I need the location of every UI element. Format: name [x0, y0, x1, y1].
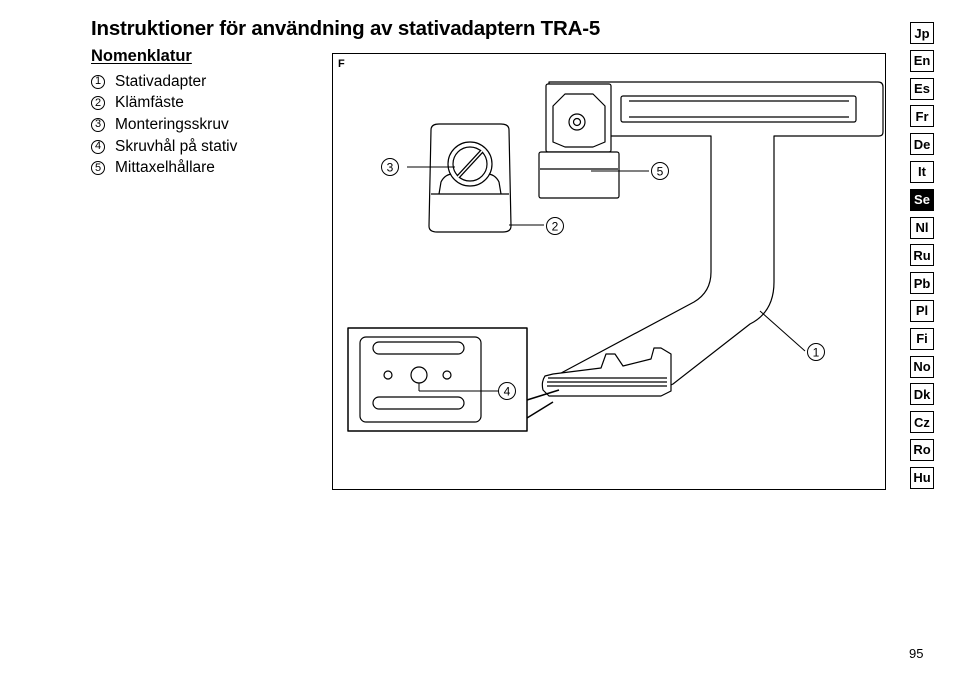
callout-3: 3	[387, 161, 394, 175]
part-label: Monteringsskruv	[115, 115, 229, 133]
callout-lines	[407, 166, 806, 392]
callout-4-marker	[498, 382, 516, 400]
callout-3-marker	[381, 158, 399, 176]
language-tab[interactable]: Fr	[910, 105, 934, 128]
part-item: 3 Monteringsskruv	[91, 114, 237, 136]
part-number: 1	[91, 74, 105, 89]
language-tab-active[interactable]: Se	[910, 188, 934, 211]
part-label: Stativadapter	[115, 72, 207, 90]
part-item: 5 Mittaxelhållare	[91, 157, 237, 179]
language-tab[interactable]: Es	[910, 77, 934, 100]
callout-5: 5	[657, 165, 664, 179]
part-number: 2	[91, 96, 105, 111]
part-label: Skruvhål på stativ	[115, 137, 238, 155]
tripod-adapter-illustration: 1 2 3 4 5	[347, 81, 884, 432]
inset-screw-hole-drawing	[347, 327, 560, 432]
callout-2-marker	[546, 217, 564, 235]
part-label: Klämfäste	[115, 94, 184, 112]
language-tab[interactable]: Ru	[910, 244, 934, 267]
language-tab[interactable]: Dk	[910, 383, 934, 406]
language-tab[interactable]: Fi	[910, 327, 934, 350]
callout-markers	[381, 158, 825, 400]
part-item: 1 Stativadapter	[91, 71, 237, 93]
clamp-drawing	[428, 123, 512, 233]
language-tab[interactable]: Jp	[910, 22, 934, 44]
part-number: 5	[91, 161, 105, 176]
language-tab[interactable]: De	[910, 133, 934, 156]
part-number: 4	[91, 139, 105, 154]
callout-1: 1	[813, 346, 820, 360]
page-number: 95	[909, 646, 924, 661]
part-number: 3	[91, 117, 105, 132]
language-tab[interactable]: En	[910, 49, 934, 72]
part-label: Mittaxelhållare	[115, 159, 215, 177]
language-tab[interactable]: It	[910, 160, 934, 183]
language-tabs: Jp En Es Fr De It Se Nl Ru Pb Pl Fi No D…	[910, 22, 934, 495]
language-tab[interactable]: Pb	[910, 272, 934, 295]
part-item: 4 Skruvhål på stativ	[91, 136, 237, 158]
callout-2: 2	[552, 220, 559, 234]
parts-list: 1 Stativadapter 2 Klämfäste 3 Monteringsskr…	[91, 71, 237, 179]
page-title: Instruktioner för användning av stativad…	[91, 17, 601, 40]
language-tab[interactable]: Hu	[910, 466, 934, 489]
section-heading: Nomenklatur	[91, 47, 192, 65]
part-item: 2 Klämfäste	[91, 93, 237, 115]
figure-panel: 1 2 3 4 5 F	[332, 53, 886, 490]
language-tab[interactable]: Ro	[910, 438, 934, 461]
language-tab[interactable]: Nl	[910, 216, 934, 239]
language-tab[interactable]: Cz	[910, 411, 934, 434]
tripod-adapter-drawing	[538, 81, 884, 397]
figure-label: F	[338, 58, 345, 70]
callout-1-marker	[807, 343, 825, 361]
callout-5-marker	[651, 162, 669, 180]
callout-4: 4	[504, 385, 511, 399]
language-tab[interactable]: Pl	[910, 299, 934, 322]
language-tab[interactable]: No	[910, 355, 934, 378]
